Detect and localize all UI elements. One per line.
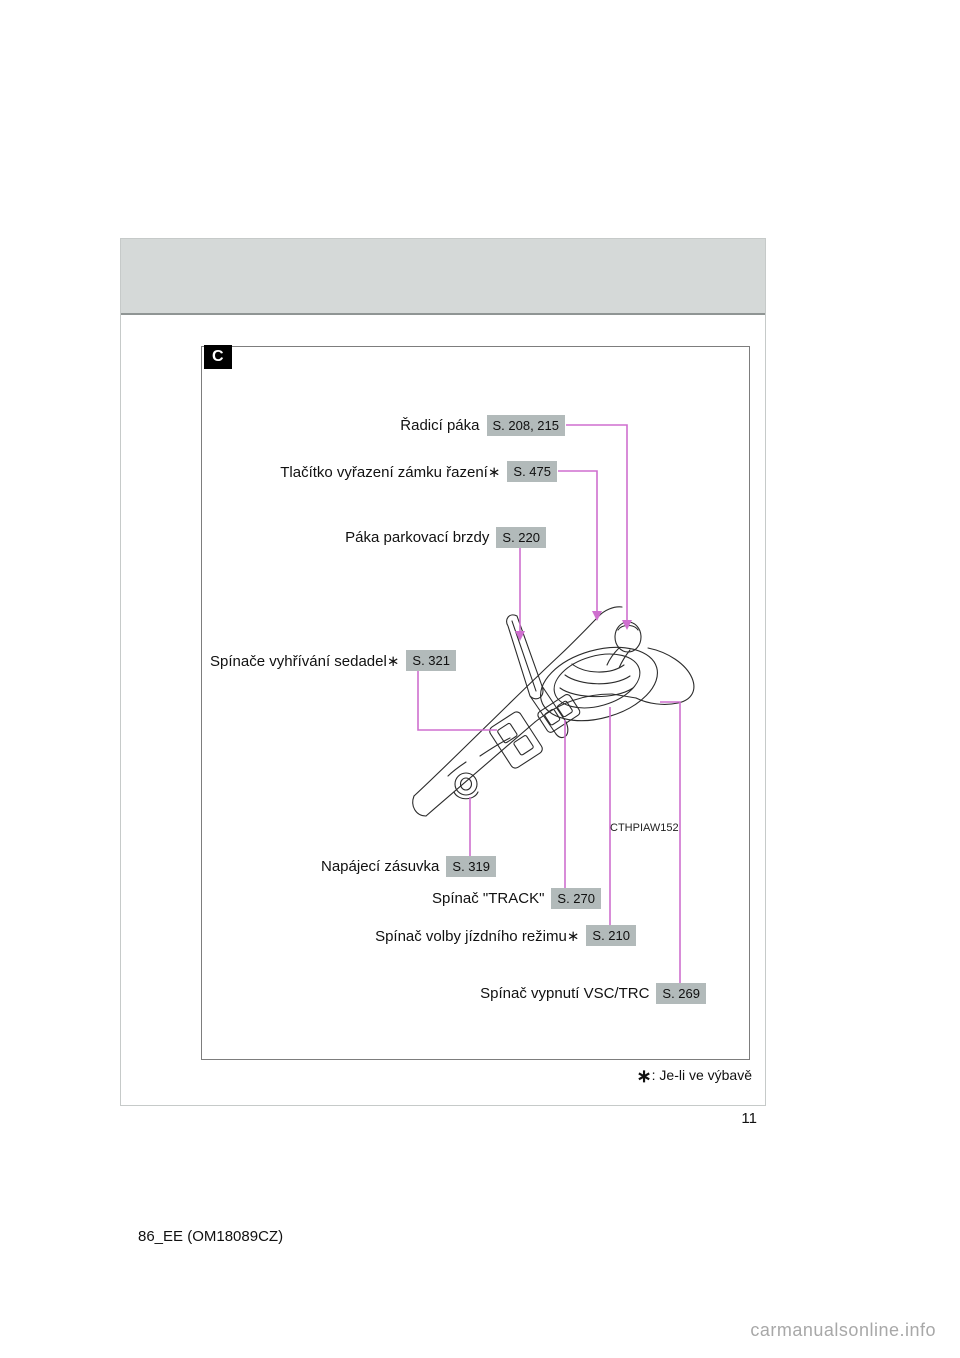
footnote: ∗: Je-li ve výbavě <box>637 1066 752 1087</box>
section-header-band <box>121 239 765 315</box>
callout-label: Páka parkovací brzdy <box>345 529 490 546</box>
page-ref-badge: S. 270 <box>551 888 601 909</box>
diagram-box <box>201 346 750 1060</box>
watermark-text: carmanualsonline.info <box>750 1320 936 1340</box>
figure-code: CTHPIAW152 <box>610 822 679 834</box>
callout-label: Napájecí zásuvka <box>321 858 440 875</box>
callout-vsc-trc-off: Spínač vypnutí VSC/TRC S. 269 <box>480 983 706 1004</box>
page-number: 11 <box>741 1110 757 1127</box>
footnote-text: : Je-li ve výbavě <box>651 1067 752 1083</box>
callout-label: Spínač "TRACK" <box>432 890 545 907</box>
callout-label: Řadicí páka <box>400 417 480 434</box>
page-ref-badge: S. 210 <box>586 925 636 946</box>
page-ref-badge: S. 220 <box>496 527 546 548</box>
page-ref-badge: S. 321 <box>406 650 456 671</box>
callout-drive-mode: Spínač volby jízdního režimu∗ S. 210 <box>375 925 636 946</box>
page-ref-badge: S. 208, 215 <box>486 415 565 436</box>
page-ref-badge: S. 269 <box>656 983 706 1004</box>
callout-shift-lock-release: Tlačítko vyřazení zámku řazení∗ S. 475 <box>280 461 557 482</box>
page-ref-badge: S. 475 <box>507 461 557 482</box>
callout-track-switch: Spínač "TRACK" S. 270 <box>432 888 601 909</box>
callout-power-outlet: Napájecí zásuvka S. 319 <box>321 856 496 877</box>
page-ref-badge: S. 319 <box>446 856 496 877</box>
footer-document-code: 86_EE (OM18089CZ) <box>138 1228 284 1245</box>
callout-parking-brake: Páka parkovací brzdy S. 220 <box>345 527 546 548</box>
panel-label-badge: C <box>204 345 232 369</box>
callout-label: Spínače vyhřívání sedadel∗ <box>210 652 400 670</box>
footnote-asterisk: ∗ <box>636 1066 652 1086</box>
callout-label: Spínač vypnutí VSC/TRC <box>480 985 650 1002</box>
callout-label: Spínač volby jízdního režimu∗ <box>375 927 580 945</box>
callout-label: Tlačítko vyřazení zámku řazení∗ <box>280 463 501 481</box>
callout-shift-lever: Řadicí páka S. 208, 215 <box>400 415 565 436</box>
callout-seat-heaters: Spínače vyhřívání sedadel∗ S. 321 <box>210 650 456 671</box>
